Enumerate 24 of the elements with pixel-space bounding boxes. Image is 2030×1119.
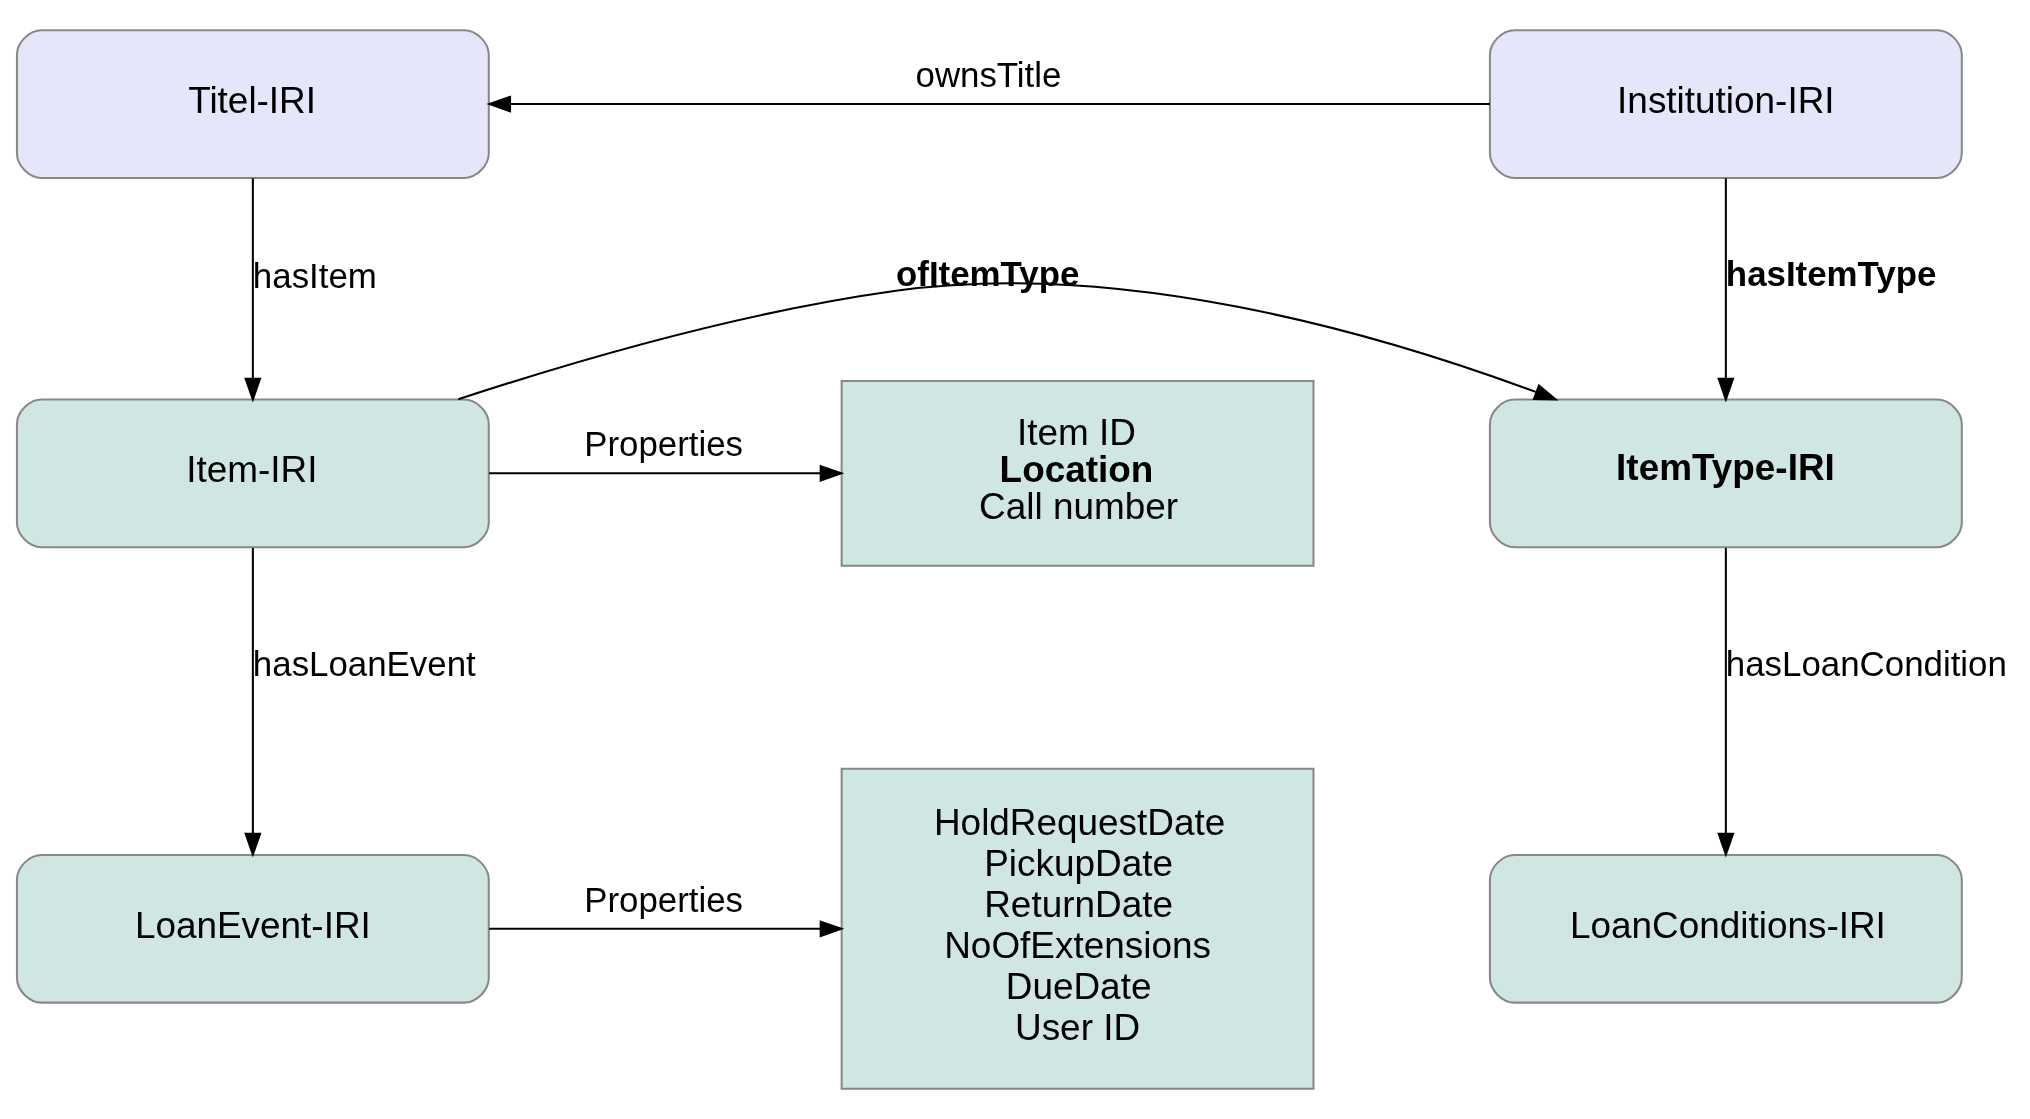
edge-label: Properties — [584, 424, 744, 464]
arrow — [489, 464, 845, 482]
edge-label: ownsTitle — [915, 54, 1062, 94]
node-box: LoanEvent-IRI — [15, 853, 490, 1004]
edge-label: Properties — [584, 879, 744, 919]
edge-label: hasItemType — [1725, 253, 1937, 293]
edge-label: hasLoanCondition — [1725, 643, 2007, 683]
edge-label: hasLoanEvent — [252, 643, 476, 683]
node-box: Item ID Location Call number — [840, 380, 1315, 567]
arrow — [244, 547, 262, 858]
node-box: ItemType-IRI — [1488, 398, 1963, 549]
arrow — [244, 178, 262, 403]
node-box: LoanConditions-IRI — [1488, 853, 1963, 1004]
arrow — [489, 920, 845, 938]
arrow — [1717, 547, 1735, 858]
arrow — [457, 282, 1559, 401]
node-box: HoldRequestDate PickupDate ReturnDate NoOfExtensions DueDate User ID — [840, 767, 1315, 1090]
node-box: Item-IRI — [15, 398, 490, 549]
node-box: Titel-IRI — [15, 29, 490, 179]
arrow — [486, 95, 1490, 113]
edge-label: ofItemType — [896, 253, 1080, 293]
arrow — [1717, 178, 1735, 403]
node-box: Institution-IRI — [1488, 29, 1963, 179]
edge-label: hasItem — [252, 255, 377, 295]
